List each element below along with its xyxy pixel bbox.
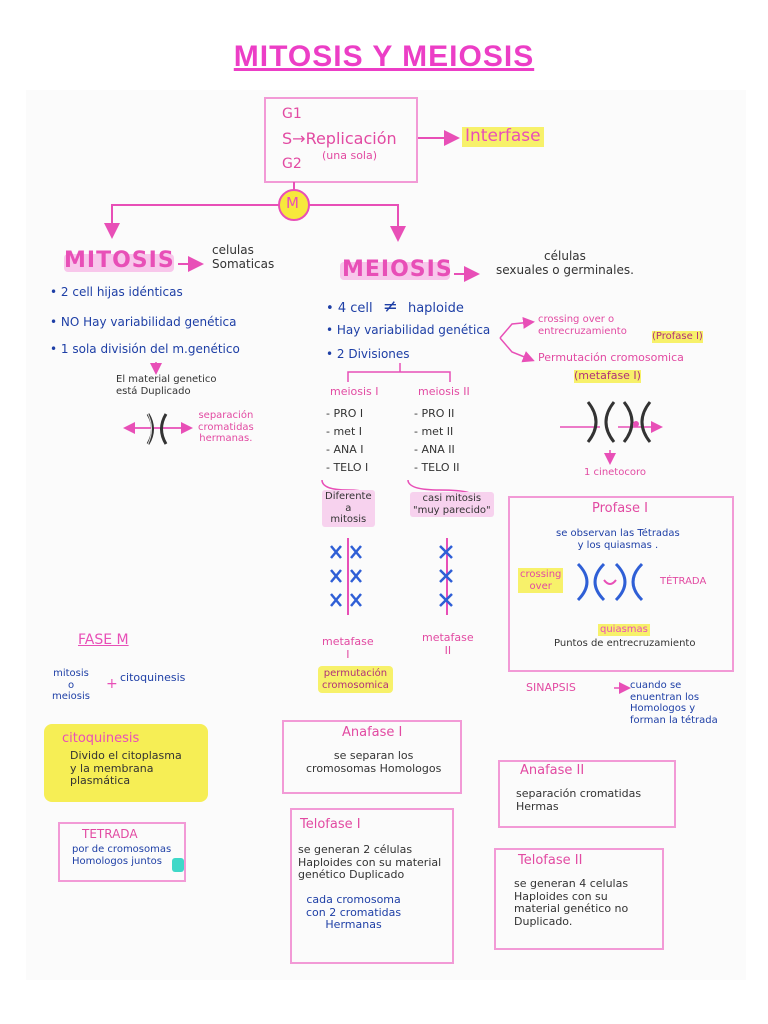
telofase-1-note: cada cromosoma con 2 cromatidas Hermanas [306,893,402,932]
mitosis-bullet-1: • 2 cell hijas idénticas [50,285,183,299]
telofase-1-text: se generan 2 células Haploides con su ma… [298,843,442,882]
permutation-tag: (metafase I) [574,369,641,383]
anafase-2-heading: Anafase II [520,763,585,778]
fase-m-right: citoquinesis [120,671,186,684]
plus-sign: + [106,676,118,692]
meiosis-heading: MEIOSIS [342,257,453,282]
meiosis-haploid-text: haploide [407,301,464,316]
mitosis-separation-note: separación cromatidas hermanas. [198,410,254,444]
crossing-over-note: crossing over o entrecruzamiento [538,314,627,337]
telofase-1-heading: Telofase I [300,817,361,832]
meiosis-bullet-3: • 2 Divisiones [326,347,410,361]
meiosis-2-phase: - met II [414,425,454,438]
meiosis-1-phase: - TELO I [326,461,369,474]
interfase-label: Interfase [462,126,544,147]
quiasmas-label: quiasmas [598,624,650,636]
meiosis-2-label: meiosis II [418,385,470,398]
s-replication-label: S→Replicación [282,129,397,148]
anafase-2-box [498,760,676,828]
anafase-2-text: separación cromatidas Hermas [516,787,642,813]
fase-m-heading: FASE M [78,632,129,648]
page-title: MITOSIS Y MEIOSIS [233,40,535,73]
s-note: (una sola) [322,149,378,162]
metaphase-1-chromosomes-icon [330,545,362,607]
crossing-over-tag: (Profase I) [652,331,703,343]
metaphase-2-chromosomes-icon [439,545,453,607]
meiosis-1-phase: - ANA I [326,443,364,456]
profase-1-heading: Profase I [592,501,648,516]
mitosis-bullet-2-text: NO Hay variabilidad genética [60,315,237,329]
mitosis-bullet-3: • 1 sola división del m.genético [50,342,240,356]
meiosis-2-phase: - TELO II [414,461,460,474]
notes-sheet [26,90,746,980]
tetrada-text: por de cromosomas Homologos juntos [72,844,172,867]
meiosis-bullet-1-text: 4 cell [337,301,373,316]
mitosis-material-note: El material genetico está Duplicado [116,374,217,397]
citoquinesis-heading: citoquinesis [62,731,140,746]
permutation-box-label: permutación cromosomica [318,666,393,693]
mitosis-bullet-3-text: 1 sola división del m.genético [60,342,240,356]
almost-mitosis-label: casi mitosis "muy parecido" [410,492,494,517]
profase-1-box [508,496,734,672]
meiosis-2-phase: - PRO II [414,407,455,420]
citoquinesis-box [44,724,208,802]
metaphase-2-label: metafase II [422,631,474,657]
meiosis-1-phase: - met I [326,425,363,438]
sinapsis-text: cuando se enuentran los Homologos y form… [630,680,718,726]
cinetocoro-label: 1 cinetocoro [584,467,646,478]
fase-m-left: mitosis o meiosis [52,668,90,702]
m-phase-circle-label: M [286,194,299,212]
meiosis-chromosome-icon [586,401,652,443]
g1-label: G1 [282,106,302,122]
meiosis-1-phase: - PRO I [326,407,364,420]
anafase-1-box [282,720,462,794]
telofase-2-box [494,848,664,950]
meiosis-1-label: meiosis I [330,385,379,398]
puntos-entrecruzamiento-label: Puntos de entrecruzamiento [554,638,696,649]
meiosis-cells-label: células sexuales o germinales. [496,249,634,277]
mitosis-chromosome-icon [146,413,168,445]
meiosis-highlight [340,262,450,280]
tetrada-heading: TETRADA [82,827,138,841]
tetrada-box [58,822,186,882]
different-mitosis-label: Diferente a mitosis [322,490,375,527]
not-equal-sign: ≠ [382,296,398,317]
telofase-1-box [290,808,454,964]
metaphase-1-label: metafase I [322,635,374,661]
mitosis-cells-label: celulas Somaticas [212,243,275,271]
telofase-2-heading: Telofase II [518,853,583,868]
mitosis-highlight [64,254,174,272]
sinapsis-label: SINAPSIS [526,681,576,694]
meiosis-bullet-2: • Hay variabilidad genética [326,323,491,337]
teal-highlight-mark [172,858,184,872]
permutation-note: Permutación cromosomica [538,351,684,364]
meiosis-bullet-1: • 4 cell ≠ haploide [326,296,464,317]
meiosis-bullet-3-text: 2 Divisiones [336,347,410,361]
mitosis-bullet-2: • NO Hay variabilidad genética [50,315,237,329]
profase-1-text: se observan las Tétradas y los quiasmas … [556,528,680,551]
tetrad-chromosomes-icon [576,562,644,602]
anafase-1-text: se separan los cromosomas Homologos [306,749,442,775]
telofase-2-text: se generan 4 celulas Haploides con su ma… [514,877,629,928]
meiosis-bullet-2-text: Hay variabilidad genética [336,323,491,337]
profase-1-tetrada-label: TÉTRADA [660,576,707,587]
anafase-1-heading: Anafase I [342,725,403,740]
mitosis-bullet-1-text: 2 cell hijas idénticas [60,285,183,299]
mitosis-heading: MITOSIS [64,248,175,273]
profase-1-crossing-label: crossing over [518,568,564,593]
citoquinesis-text: Divido el citoplasma y la membrana plasm… [70,749,182,788]
g2-label: G2 [282,156,302,172]
meiosis-2-phase: - ANA II [414,443,455,456]
